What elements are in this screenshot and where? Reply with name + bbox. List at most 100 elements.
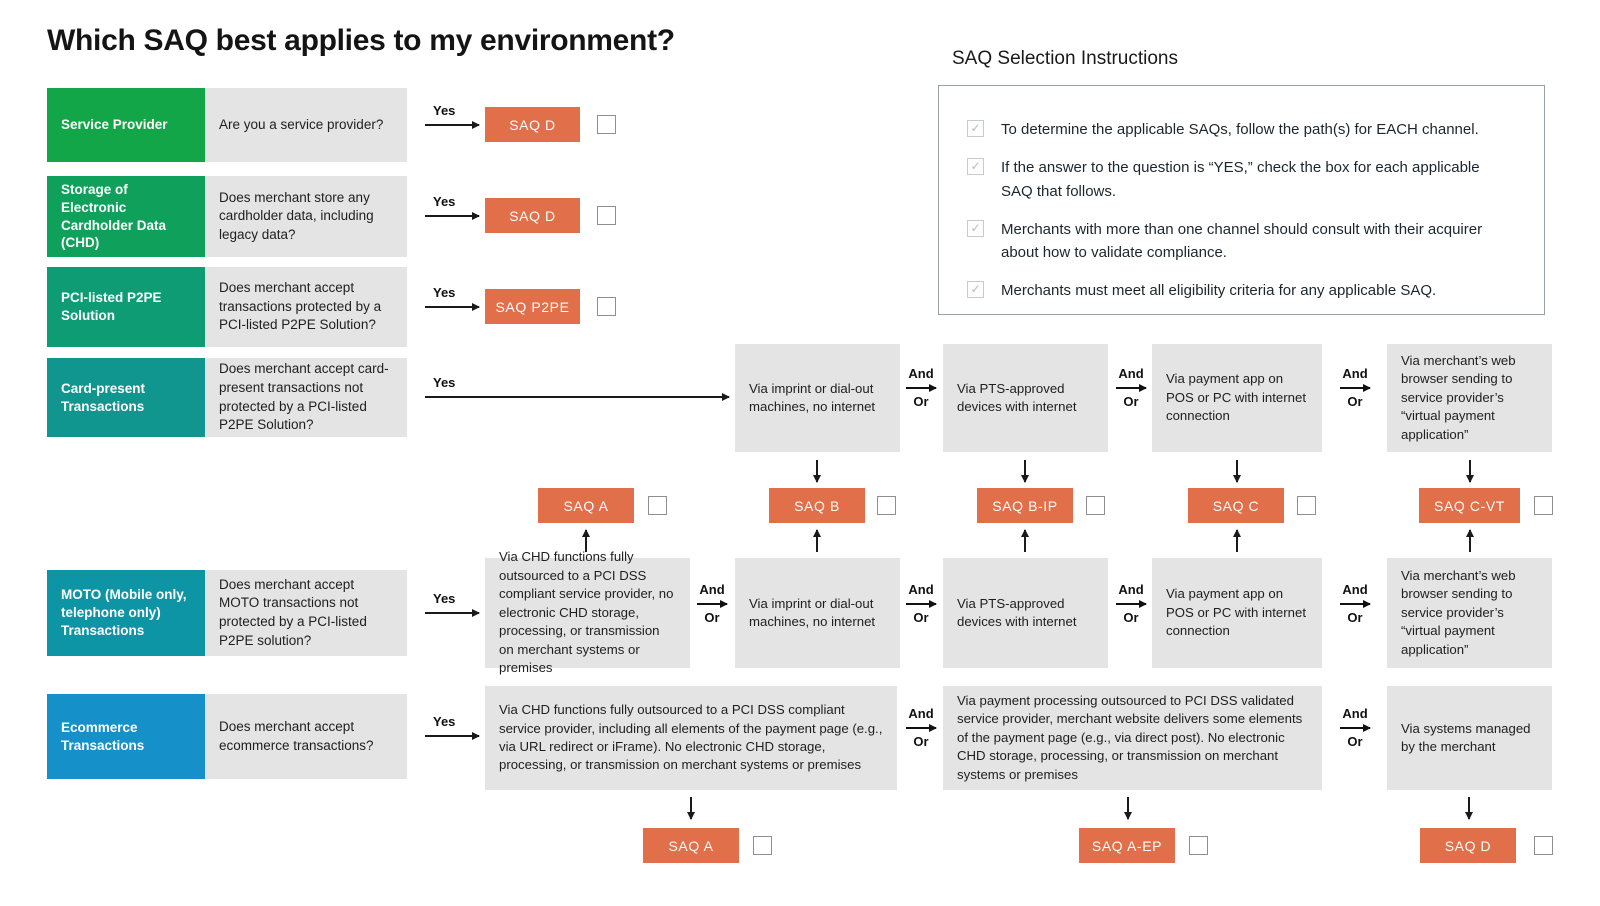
saq-a-ep-box: SAQ A-EP (1079, 828, 1175, 863)
arrow-right-icon (425, 211, 480, 220)
method-cp-payment-app: Via payment app on POS or PC with intern… (1152, 344, 1322, 452)
and-label: And (1342, 706, 1368, 721)
channel-label: Ecommerce Transactions (61, 719, 145, 753)
or-label: Or (913, 734, 929, 750)
question-storage-chd: Does merchant store any cardholder data,… (205, 176, 407, 257)
method-ecom-partial: Via payment processing outsourced to PCI… (943, 686, 1322, 790)
method-text: Via payment app on POS or PC with intern… (1166, 586, 1306, 639)
method-moto-pts: Via PTS-approved devices with internet (943, 558, 1108, 668)
method-moto-outsourced: Via CHD functions fully outsourced to a … (485, 549, 690, 675)
saq-a-bottom-box: SAQ A (643, 828, 739, 863)
arrow-up-icon (812, 529, 821, 552)
arrow-down-icon (1123, 797, 1132, 820)
saq-d-checkbox[interactable] (597, 115, 616, 134)
instruction-item: ✓ Merchants with more than one channel s… (967, 218, 1518, 265)
question-text: Does merchant accept card-present transa… (219, 361, 389, 433)
saq-d-bottom-checkbox[interactable] (1534, 836, 1553, 855)
instruction-text: Merchants with more than one channel sho… (1001, 220, 1483, 261)
saq-c-vt-box: SAQ C-VT (1419, 488, 1520, 523)
method-ecom-merchant-systems: Via systems managed by the merchant (1387, 686, 1552, 790)
yes-label: Yes (433, 591, 456, 606)
saq-label: SAQ D (509, 116, 556, 133)
saq-c-vt-checkbox[interactable] (1534, 496, 1553, 515)
method-moto-imprint: Via imprint or dial-out machines, no int… (735, 558, 900, 668)
arrow-right-icon (697, 599, 728, 608)
channel-service-provider: Service Provider (47, 88, 205, 162)
saq-b-checkbox[interactable] (877, 496, 896, 515)
yes-label: Yes (433, 375, 456, 390)
page-title: Which SAQ best applies to my environment… (47, 24, 675, 57)
arrow-down-icon (1464, 797, 1473, 820)
instruction-item: ✓ To determine the applicable SAQs, foll… (967, 118, 1518, 141)
saq-c-checkbox[interactable] (1297, 496, 1316, 515)
arrow-right-icon (425, 731, 480, 740)
arrow-right-icon (906, 599, 937, 608)
saq-label: SAQ A (668, 837, 714, 854)
saq-b-box: SAQ B (769, 488, 865, 523)
and-label: And (1342, 582, 1368, 597)
or-label: Or (1347, 610, 1363, 626)
saq-d-checkbox[interactable] (597, 206, 616, 225)
saq-a-ep-checkbox[interactable] (1189, 836, 1208, 855)
question-text: Does merchant store any cardholder data,… (219, 189, 374, 242)
instruction-text: If the answer to the question is “YES,” … (1001, 159, 1480, 200)
question-p2pe: Does merchant accept transactions protec… (205, 267, 407, 347)
yes-label: Yes (433, 285, 456, 300)
checked-checkbox-icon: ✓ (967, 120, 984, 137)
and-label: And (1118, 366, 1144, 381)
saq-c-box: SAQ C (1188, 488, 1284, 523)
arrow-down-icon (812, 460, 821, 483)
method-text: Via CHD functions fully outsourced to a … (499, 549, 674, 676)
channel-label: Storage of Electronic Cardholder Data (C… (61, 181, 167, 251)
saq-d-box: SAQ D (485, 198, 580, 233)
question-text: Are you a service provider? (219, 116, 384, 132)
arrow-down-icon (1232, 460, 1241, 483)
or-label: Or (913, 610, 929, 626)
saq-label: SAQ B (794, 497, 840, 514)
arrow-down-icon (1020, 460, 1029, 483)
saq-a-checkbox[interactable] (648, 496, 667, 515)
arrow-right-icon (425, 392, 730, 401)
method-text: Via imprint or dial-out machines, no int… (749, 380, 876, 414)
or-label: Or (1347, 734, 1363, 750)
arrow-right-icon (425, 302, 480, 311)
saq-d-bottom-box: SAQ D (1420, 828, 1516, 863)
instructions-title: SAQ Selection Instructions (952, 48, 1178, 69)
and-label: And (908, 706, 934, 721)
saq-d-box: SAQ D (485, 107, 580, 142)
or-label: Or (1123, 610, 1139, 626)
method-text: Via imprint or dial-out machines, no int… (749, 595, 876, 629)
question-text: Does merchant accept MOTO transactions n… (219, 576, 367, 648)
saq-p2pe-box: SAQ P2PE (485, 289, 580, 324)
instruction-item: ✓ Merchants must meet all eligibility cr… (967, 279, 1518, 302)
or-label: Or (913, 394, 929, 410)
instructions-panel: ✓ To determine the applicable SAQs, foll… (938, 85, 1545, 315)
saq-label: SAQ A (563, 497, 609, 514)
channel-storage-chd: Storage of Electronic Cardholder Data (C… (47, 176, 205, 257)
method-text: Via PTS-approved devices with internet (957, 380, 1077, 414)
saq-a-bottom-checkbox[interactable] (753, 836, 772, 855)
method-text: Via merchant’s web browser sending to se… (1401, 352, 1516, 442)
arrow-up-icon (1020, 529, 1029, 552)
and-label: And (908, 366, 934, 381)
arrow-right-icon (1340, 723, 1371, 732)
saq-b-ip-checkbox[interactable] (1086, 496, 1105, 515)
and-label: And (699, 582, 725, 597)
question-service-provider: Are you a service provider? (205, 88, 407, 162)
yes-label: Yes (433, 194, 456, 209)
instruction-item: ✓ If the answer to the question is “YES,… (967, 156, 1518, 203)
or-label: Or (1123, 394, 1139, 410)
arrow-down-icon (686, 797, 695, 820)
arrow-right-icon (425, 120, 480, 129)
saq-p2pe-checkbox[interactable] (597, 297, 616, 316)
saq-label: SAQ B-IP (992, 497, 1058, 514)
arrow-up-icon (1232, 529, 1241, 552)
checked-checkbox-icon: ✓ (967, 219, 984, 237)
arrow-right-icon (906, 383, 937, 392)
channel-card-present: Card-present Transactions (47, 358, 205, 437)
